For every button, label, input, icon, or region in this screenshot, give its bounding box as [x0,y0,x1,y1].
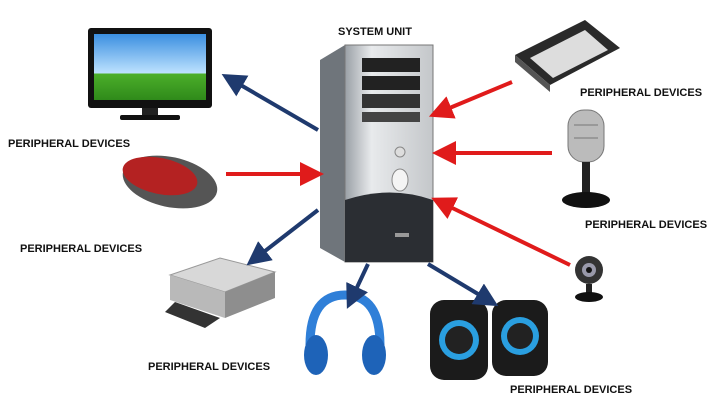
arrow-from-webcam [431,197,571,267]
scanner-label: PERIPHERAL DEVICES [580,87,703,99]
mouse-label: PERIPHERAL DEVICES [20,243,143,255]
system-unit-label: SYSTEM UNIT [338,26,412,38]
monitor-device [88,28,212,120]
monitor-label: PERIPHERAL DEVICES [8,138,131,150]
headphones-device [304,290,386,375]
arrow-from-scanner [428,80,513,119]
microphone-label: PERIPHERAL DEVICES [585,219,708,231]
arrow-to-monitor [221,73,320,132]
speakers-label: PERIPHERAL DEVICES [510,384,633,396]
system-unit-tower [320,44,434,263]
arrow-to-printer [246,208,320,266]
arrow-to-speakers [426,262,499,307]
printer-label: PERIPHERAL DEVICES [148,361,271,373]
speakers-device [430,300,548,380]
scanner-device [515,20,620,92]
mouse-device [122,155,218,209]
arrow-to-headphones [346,263,370,309]
microphone-device [562,109,610,208]
printer-device [165,257,277,328]
webcam-device [575,256,603,302]
